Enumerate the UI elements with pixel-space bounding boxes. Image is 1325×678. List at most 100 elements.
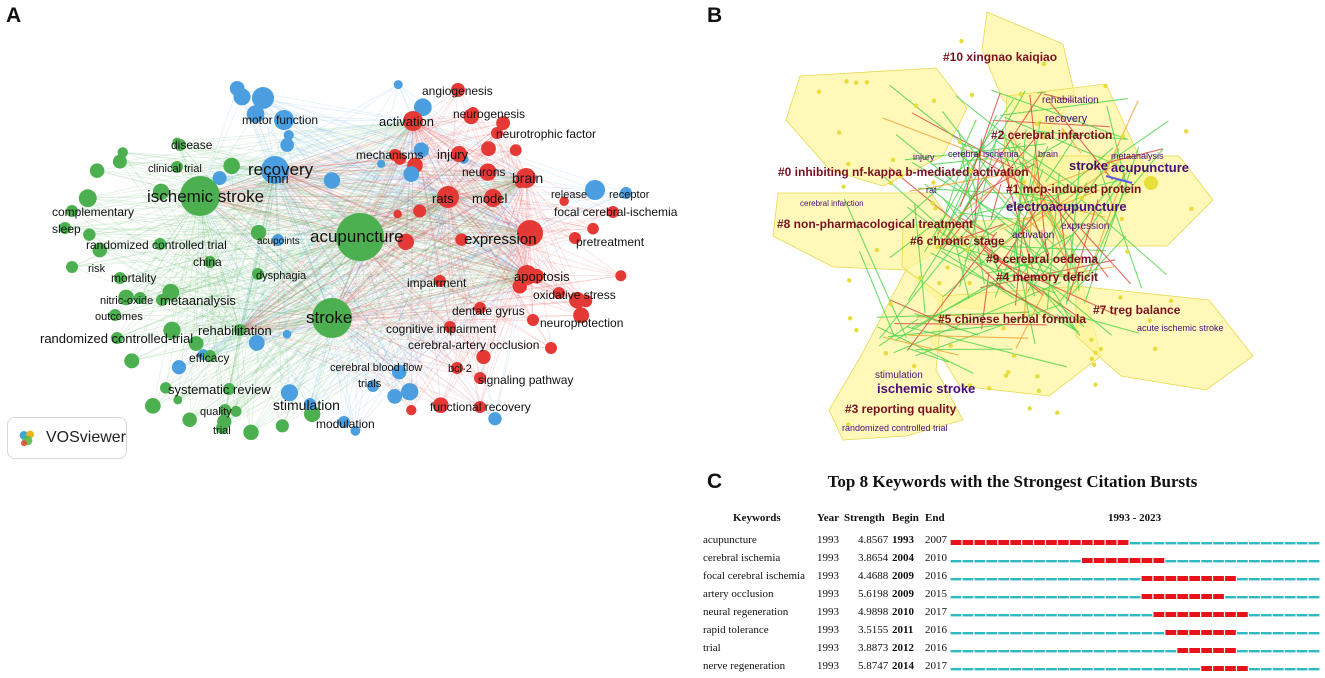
- column-header-keywords: Keywords: [733, 512, 781, 524]
- year-segment: [1273, 578, 1284, 580]
- cluster-network-node: [912, 364, 916, 368]
- burst-year-segment: [1189, 594, 1200, 599]
- burst-year-segment: [1154, 594, 1165, 599]
- burst-timeline: [950, 552, 1320, 570]
- year-segment: [986, 596, 997, 598]
- year-segment: [1273, 668, 1284, 670]
- year-segment: [1261, 560, 1272, 562]
- begin-cell: 2012: [892, 642, 914, 654]
- cluster-network-node: [945, 265, 949, 269]
- year-segment: [998, 596, 1009, 598]
- keyword-cell: artery occlusion: [703, 588, 774, 600]
- year-segment: [1070, 560, 1081, 562]
- year-segment: [1297, 578, 1308, 580]
- year-segment: [1118, 632, 1129, 634]
- cluster-network-node: [959, 39, 963, 43]
- year-segment: [1022, 578, 1033, 580]
- keyword-label-rat: rat: [926, 185, 937, 195]
- year-segment: [1070, 668, 1081, 670]
- burst-timeline: [950, 624, 1320, 642]
- burst-year-segment: [1142, 594, 1153, 599]
- keyword-label-ischemic-stroke: ischemic stroke: [877, 381, 975, 396]
- year-segment: [1094, 578, 1105, 580]
- year-segment: [1285, 542, 1296, 544]
- year-segment: [1034, 650, 1045, 652]
- begin-cell: 2010: [892, 606, 914, 618]
- year-segment: [1165, 542, 1176, 544]
- year-segment: [1297, 596, 1308, 598]
- keyword-label-electroacupuncture: electroacupuncture: [1006, 199, 1127, 214]
- year-segment: [951, 668, 962, 670]
- year-segment: [1106, 614, 1117, 616]
- year-segment: [986, 578, 997, 580]
- year-segment: [1106, 632, 1117, 634]
- end-cell: 2016: [925, 642, 947, 654]
- year-segment: [1249, 596, 1260, 598]
- year-segment: [1225, 596, 1236, 598]
- burst-year-segment: [1189, 648, 1200, 653]
- year-segment: [1022, 560, 1033, 562]
- cluster-network-node: [848, 316, 852, 320]
- cluster-label-10-xingnao-kaiqiao: #10 xingnao kaiqiao: [943, 50, 1057, 64]
- year-segment: [1022, 668, 1033, 670]
- burst-timeline: [950, 534, 1320, 552]
- year-segment: [1249, 650, 1260, 652]
- keyword-label-stroke: stroke: [1069, 158, 1108, 173]
- year-segment: [1309, 614, 1320, 616]
- year-segment: [951, 578, 962, 580]
- year-segment: [1082, 596, 1093, 598]
- year-segment: [951, 632, 962, 634]
- burst-year-segment: [1082, 558, 1093, 563]
- year-segment: [1058, 650, 1069, 652]
- begin-cell: 2011: [892, 624, 913, 636]
- burst-year-segment: [1201, 666, 1212, 671]
- burst-year-segment: [951, 540, 962, 545]
- year-segment: [1034, 560, 1045, 562]
- burst-year-segment: [1094, 540, 1105, 545]
- cluster-network-node: [1035, 122, 1039, 126]
- year-segment: [963, 578, 974, 580]
- year-segment: [1034, 668, 1045, 670]
- year-segment: [1273, 596, 1284, 598]
- year-segment: [974, 578, 985, 580]
- year-segment: [963, 668, 974, 670]
- year-segment: [1309, 632, 1320, 634]
- year-segment: [1010, 650, 1021, 652]
- column-header-strength: Strength: [844, 512, 885, 524]
- burst-year-segment: [1213, 612, 1224, 617]
- burst-year-segment: [1070, 540, 1081, 545]
- burst-year-segment: [974, 540, 985, 545]
- cluster-network-node: [844, 79, 848, 83]
- column-header-end: End: [925, 512, 945, 524]
- cluster-network-node: [889, 181, 893, 185]
- cluster-network-node: [987, 386, 991, 390]
- year-cell: 1993: [817, 624, 839, 636]
- cluster-network-node: [1120, 217, 1124, 221]
- cluster-label-1-mcp-induced-protein: #1 mcp-induced protein: [1006, 182, 1141, 196]
- year-segment: [1046, 578, 1057, 580]
- year-segment: [1249, 560, 1260, 562]
- burst-year-segment: [1154, 576, 1165, 581]
- year-segment: [1010, 596, 1021, 598]
- end-cell: 2016: [925, 624, 947, 636]
- burst-year-segment: [1106, 540, 1117, 545]
- burst-year-segment: [1165, 576, 1176, 581]
- year-segment: [1046, 632, 1057, 634]
- cluster-network-node: [1144, 176, 1158, 190]
- cluster-label-9-cerebral-oedema: #9 cerebral oedema: [986, 252, 1098, 266]
- year-segment: [974, 614, 985, 616]
- burst-year-segment: [986, 540, 997, 545]
- year-segment: [1237, 632, 1248, 634]
- year-segment: [1010, 578, 1021, 580]
- year-segment: [1237, 560, 1248, 562]
- year-segment: [963, 596, 974, 598]
- year-segment: [1297, 668, 1308, 670]
- burst-year-segment: [1225, 612, 1236, 617]
- cluster-label-7-treg-balance: #7 treg balance: [1093, 303, 1181, 317]
- year-segment: [1237, 650, 1248, 652]
- year-segment: [1130, 650, 1141, 652]
- cluster-network-node: [884, 351, 888, 355]
